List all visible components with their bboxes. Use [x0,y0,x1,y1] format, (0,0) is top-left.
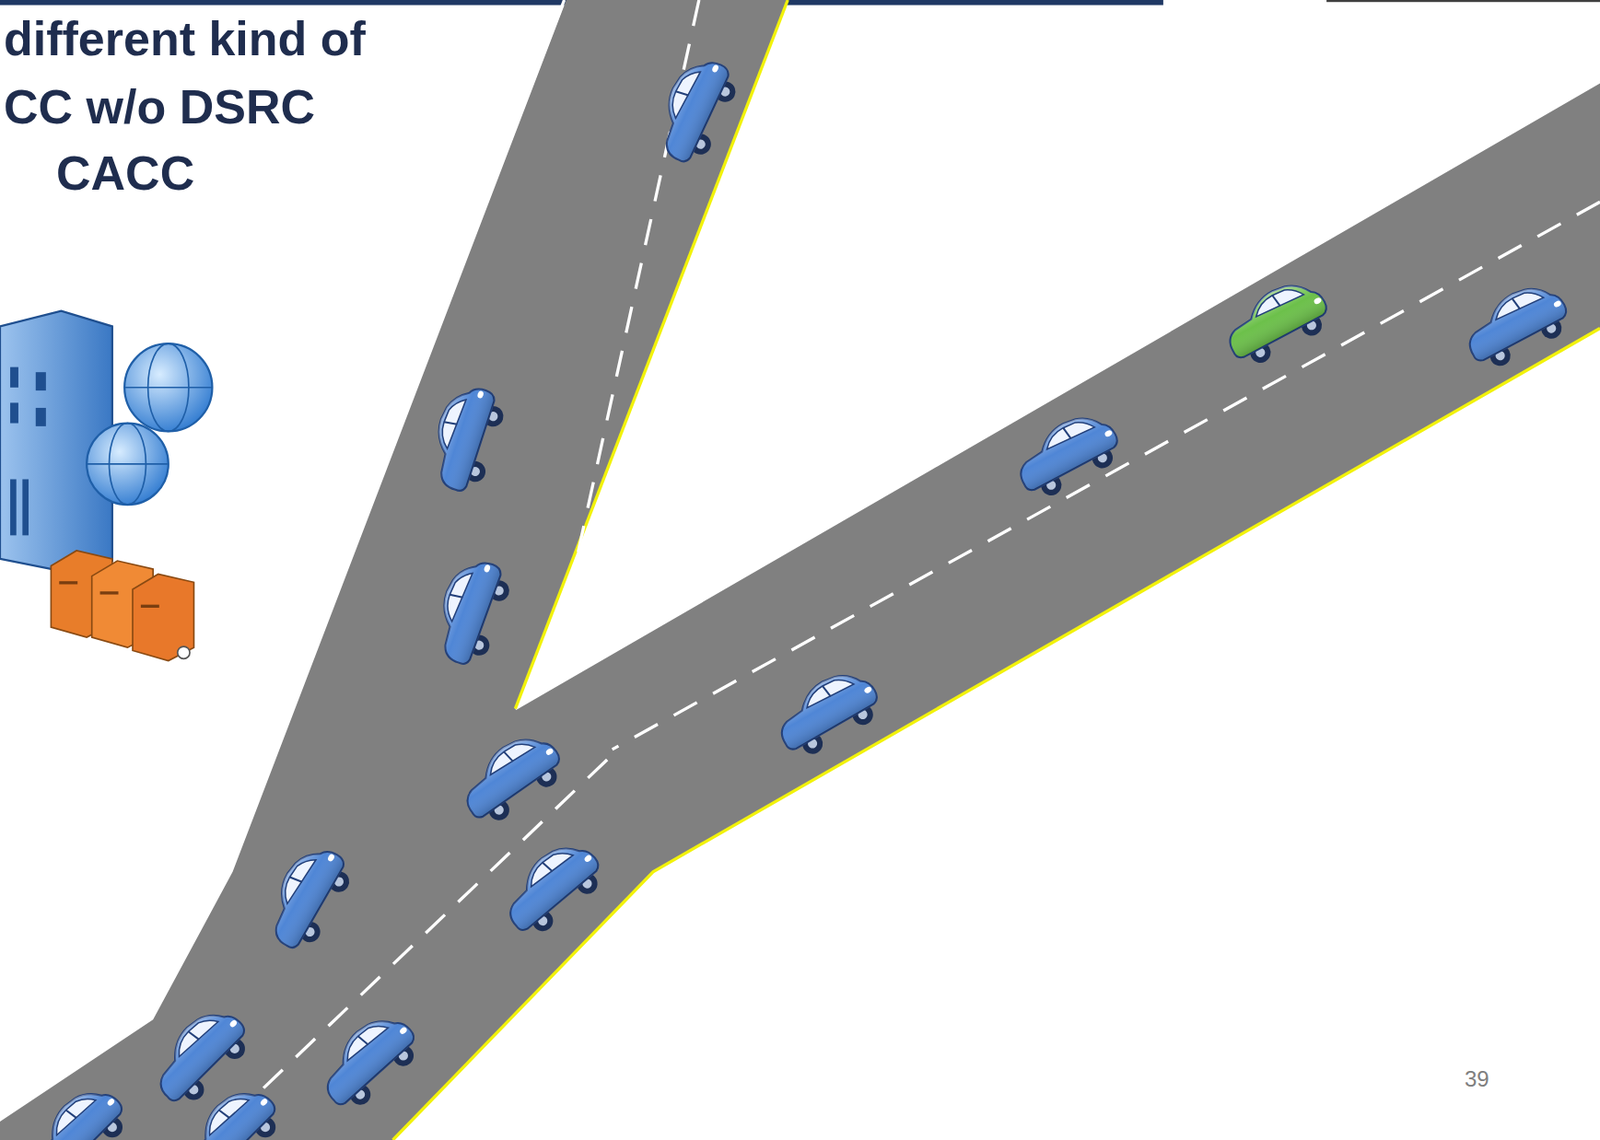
car [768,661,888,765]
car [452,724,572,832]
car [493,832,612,945]
road-edge [514,0,788,710]
title-fragment: CACC [56,145,195,201]
car [421,380,511,498]
car [646,50,745,170]
road-edge [392,328,1600,1140]
car [20,1077,136,1140]
lane-dashes [209,0,1600,1140]
title-fragment: different kind of [3,11,366,67]
title-fragment: CC w/o DSRC [3,79,316,135]
header-rule [1326,0,1600,2]
car [1456,275,1577,376]
page-number: 39 [1464,1066,1490,1093]
car [1007,404,1128,505]
car [425,553,517,672]
car-highlighted [1216,271,1337,373]
road-edge [514,81,1600,710]
car [256,838,360,958]
car [310,1004,428,1119]
car [173,1077,289,1140]
road-edge [0,0,565,1118]
server-building-icon [0,311,212,662]
